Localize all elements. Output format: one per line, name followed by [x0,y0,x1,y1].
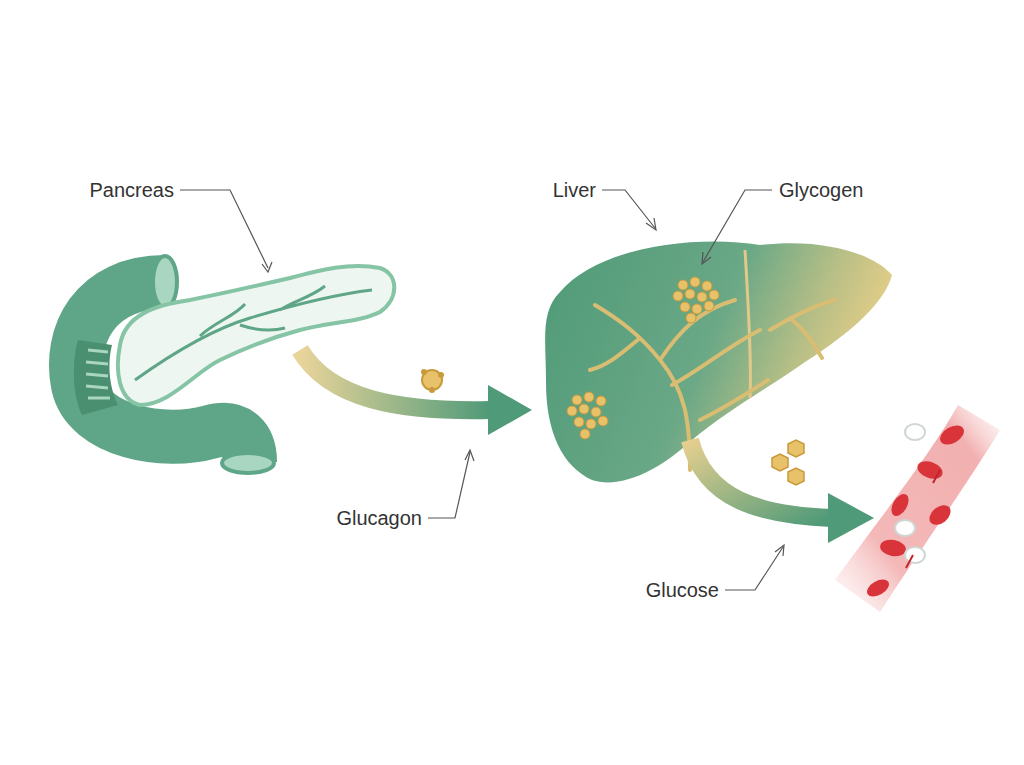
duodenum-opening [153,256,177,308]
part-label: Pancreas [88,178,177,202]
glucose-arrow [690,440,874,543]
leader-tip [702,252,711,264]
glucose-molecule [788,468,804,485]
hormone-molecule [429,387,435,393]
leader-line [428,452,470,518]
glycogen-cluster [567,392,608,439]
vessel-wall [835,405,1000,612]
duodenum-folds [86,350,110,398]
leader-tip [262,262,272,272]
liver-drawing [545,241,892,482]
leader-tip [775,545,784,556]
leader-line [180,190,268,268]
leader-line [602,190,655,228]
arrow-shaft [300,350,490,410]
pancreas-vessels [135,286,372,380]
arrow-head [828,493,874,543]
leader-lines [180,190,784,590]
white-blood-cells [895,424,925,563]
part-label: Glucagon [334,506,424,530]
pancreas-drawing [74,256,394,473]
part-label: Glucose [644,578,721,602]
duodenum-folds [74,340,118,415]
liver-lobe-line [745,250,751,398]
part-label: Glycogen [777,178,866,202]
blood-vessel [835,405,1000,612]
red-blood-cells [864,422,967,600]
leader-line [725,547,783,590]
glycogen-cluster [673,277,719,323]
part-label: Liver [551,178,598,202]
liver [545,241,892,482]
glucose-molecule [788,440,804,457]
arrow-shaft [690,440,832,518]
glucagon-arrow [300,350,532,435]
hormone-molecule [421,369,427,375]
hormone-molecule [438,372,444,378]
flow-marks [906,470,940,568]
leader-tip [465,450,474,461]
liver-vessels [590,300,835,470]
arrow-head [488,385,532,435]
leader-tip [646,218,656,230]
leader-line [703,190,772,262]
glucose-molecule [772,454,788,471]
duodenum-opening [222,453,274,473]
